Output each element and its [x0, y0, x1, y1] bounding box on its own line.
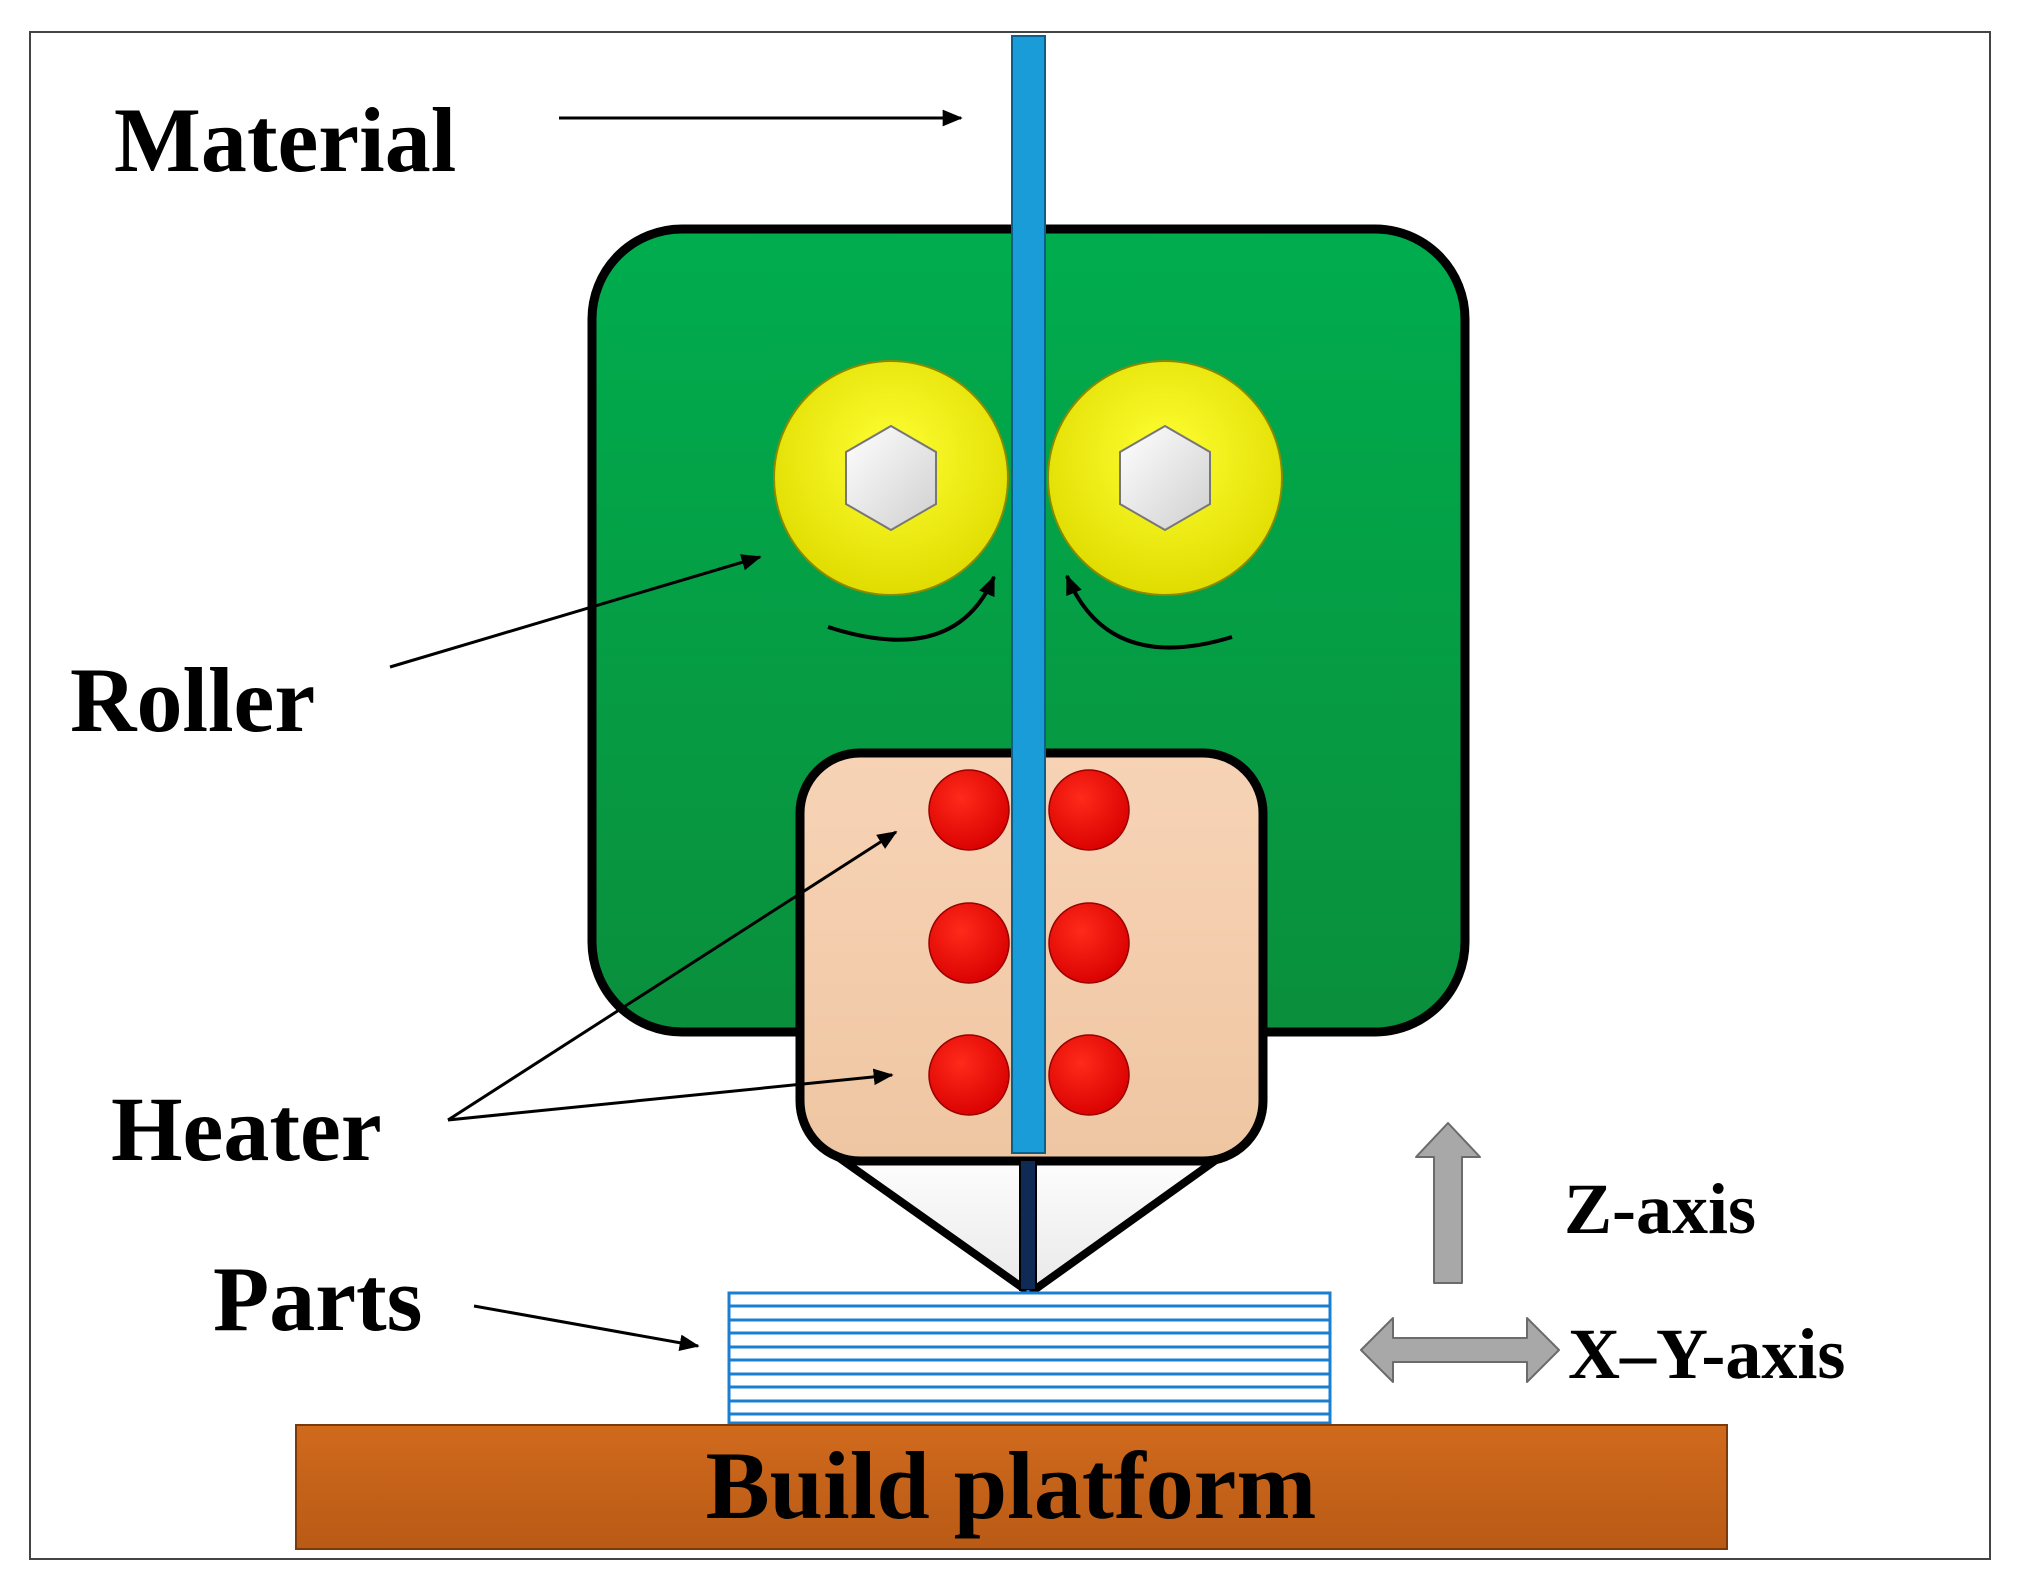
xy-axis-arrow: [1360, 1317, 1560, 1383]
red-circle-icon: [928, 1034, 1010, 1116]
red-circle-icon: [928, 769, 1010, 851]
heater-elements: [928, 769, 1130, 1116]
z-axis-arrow: [1415, 1122, 1481, 1284]
red-circle-icon: [1048, 902, 1130, 984]
filament-in-nozzle: [1019, 1159, 1037, 1291]
material-label: Material: [114, 89, 456, 191]
xy-axis-label: X–Y-axis: [1568, 1314, 1845, 1394]
parts-pointer-arrow: [473, 1304, 700, 1351]
red-circle-icon: [1048, 1034, 1130, 1116]
heater-pointer-arrow-upper: [447, 830, 898, 1122]
red-circle-icon: [1048, 769, 1130, 851]
roller-pointer-arrow: [389, 554, 762, 669]
parts-label: Parts: [213, 1248, 422, 1350]
heater-label: Heater: [111, 1078, 382, 1180]
curved-arrow-icon: [1065, 574, 1233, 650]
z-axis-label: Z-axis: [1564, 1169, 1756, 1249]
roller-label: Roller: [70, 649, 315, 751]
printed-part: [727, 1291, 1332, 1425]
hexagon-icon: [1119, 424, 1211, 532]
roller-left: [773, 360, 1009, 596]
build-platform-label: Build platform: [706, 1432, 1317, 1539]
curved-arrow-icon: [827, 575, 996, 642]
hexagon-icon: [845, 424, 937, 532]
filament-strand: [1011, 35, 1046, 1154]
red-circle-icon: [928, 902, 1010, 984]
heater-pointer-arrow-lower: [447, 1068, 894, 1122]
roller-right: [1047, 360, 1283, 596]
build-platform: [295, 1424, 1728, 1550]
